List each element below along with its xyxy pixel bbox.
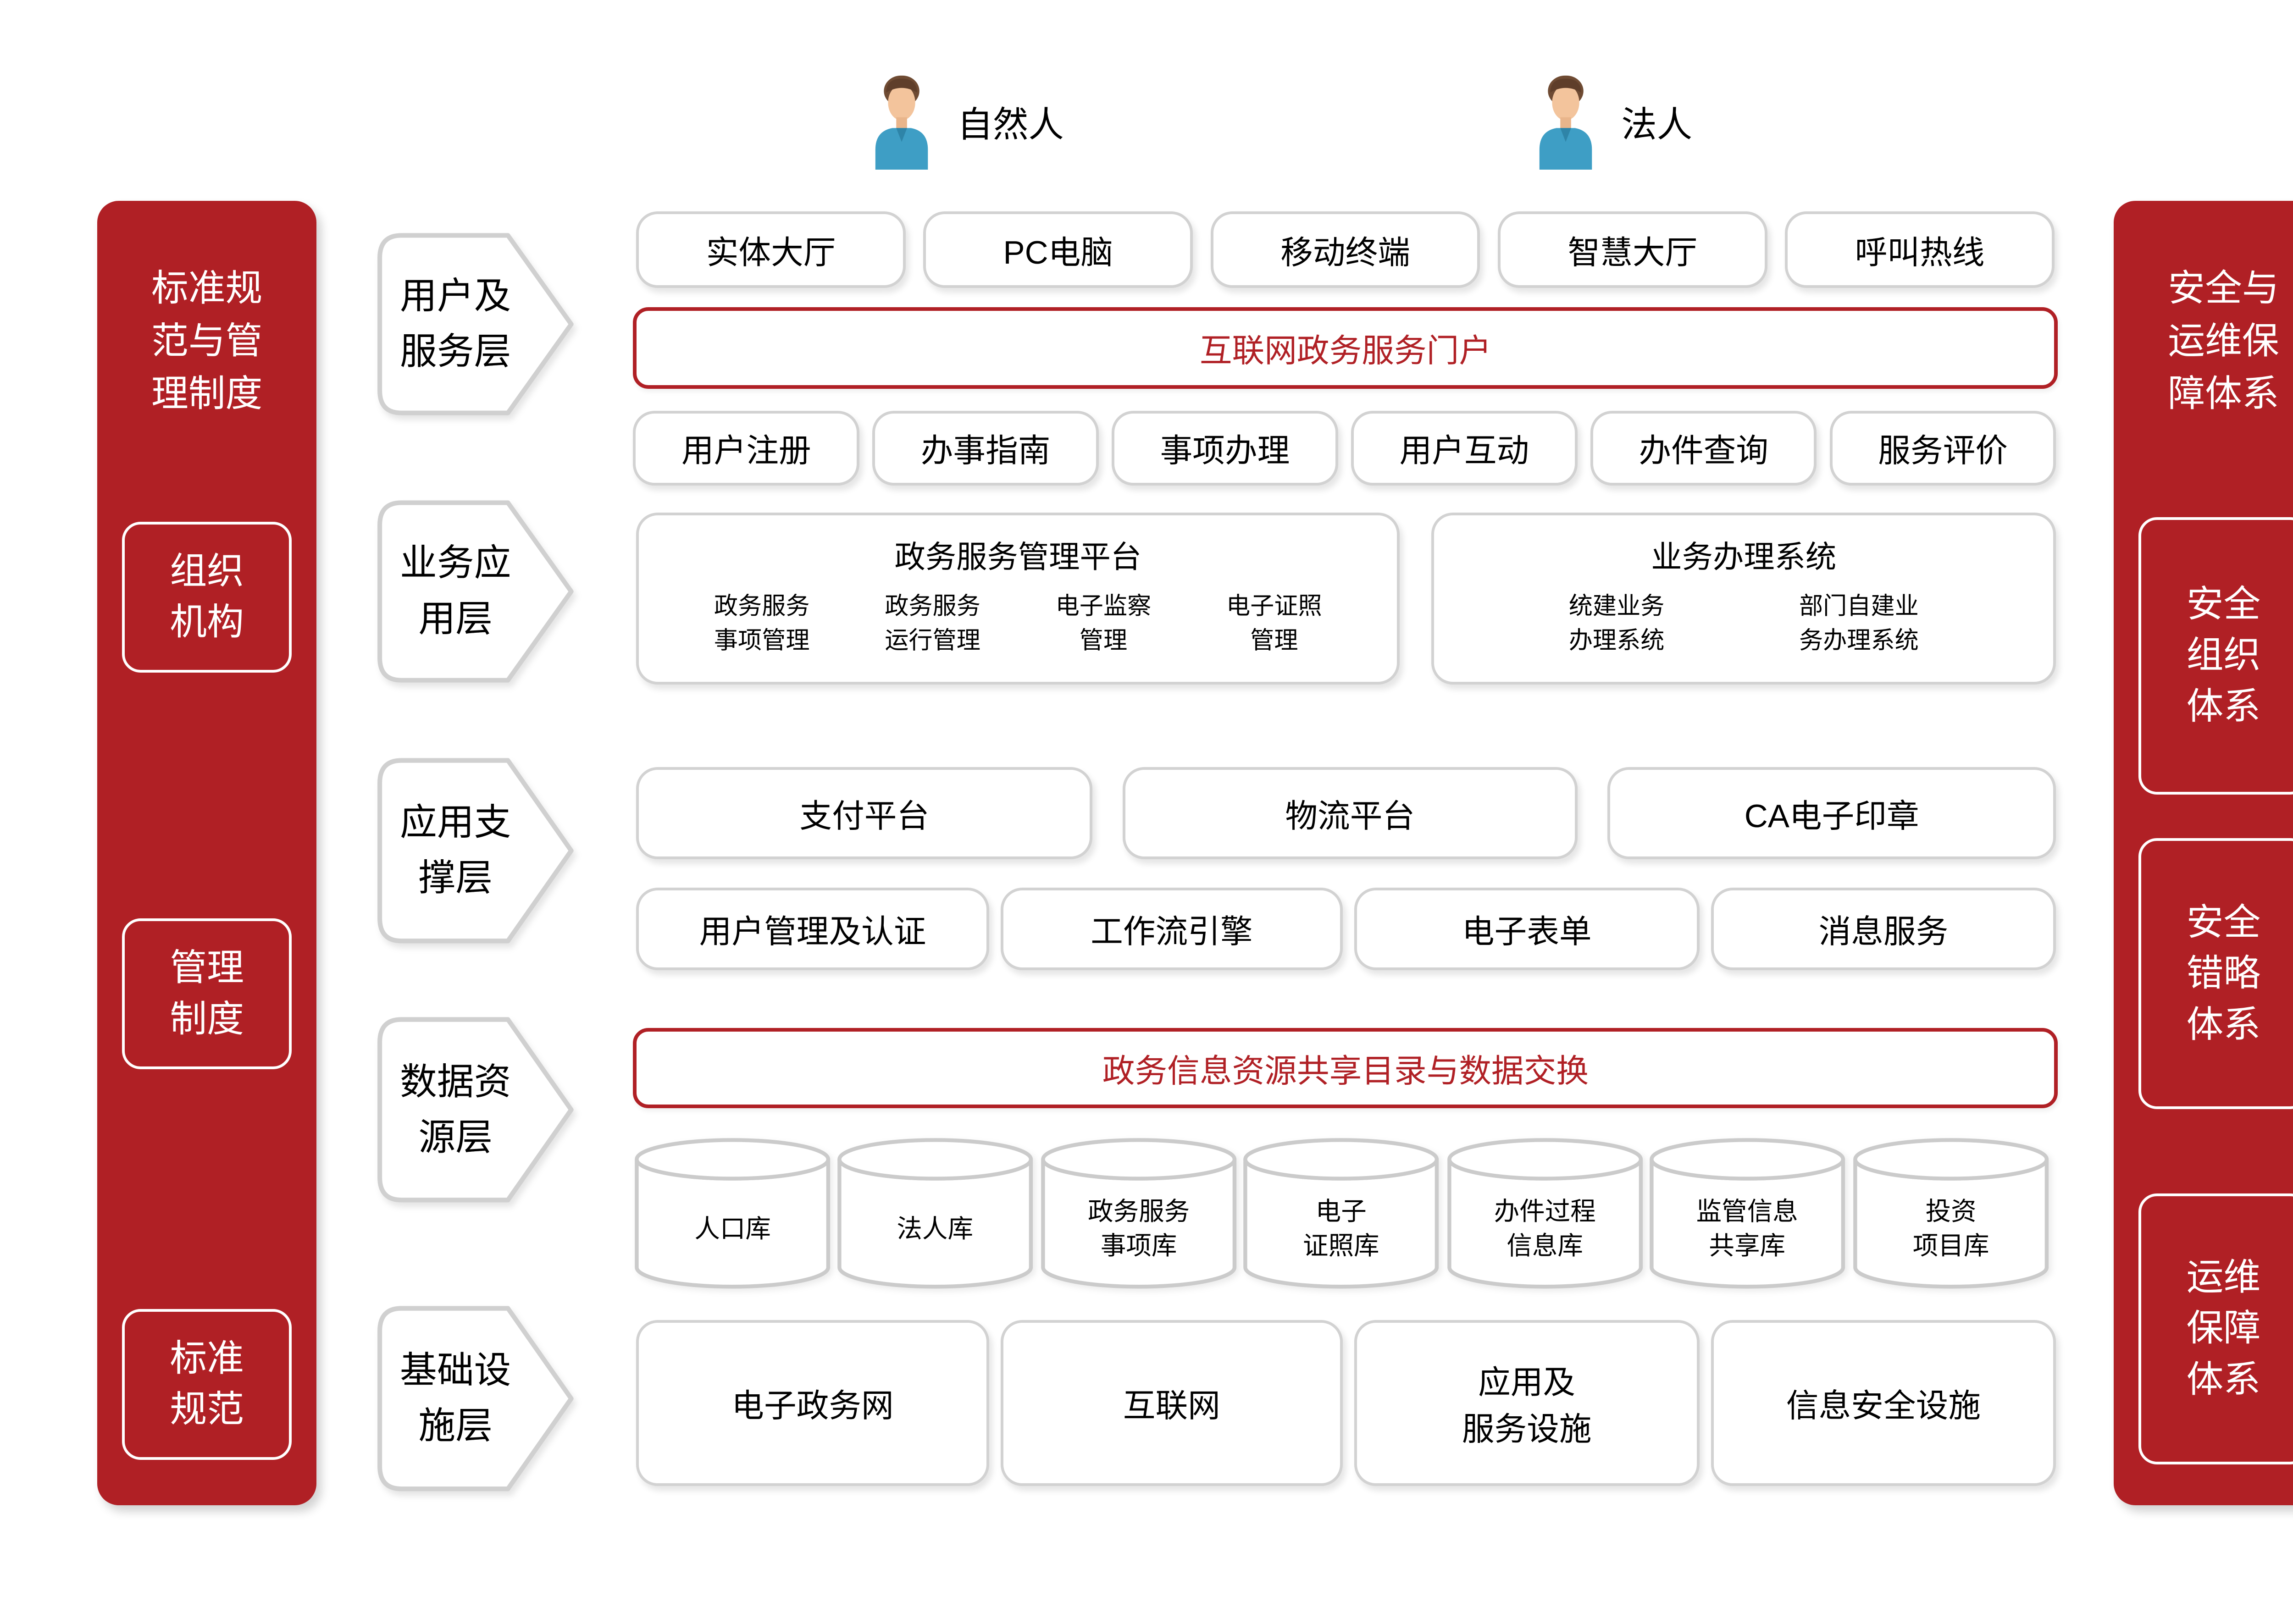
layer-infrastructure: 基础设 施层 [375, 1304, 576, 1493]
database-cylinder-e-license: 电子 证照库 [1241, 1136, 1440, 1291]
standards-spec-box: 标准 规范 [122, 1309, 292, 1460]
layer-label: 数据资 源层 [400, 1061, 511, 1158]
layer-business-app: 业务应 用层 [375, 499, 576, 684]
function-box-user-interaction: 用户互动 [1351, 410, 1578, 486]
layer-label: 基础设 施层 [400, 1350, 511, 1447]
platform-title: 政务服务管理平台 [894, 540, 1142, 574]
platform-item: 电子证照 管理 [1226, 592, 1322, 654]
left-pillar-standards-management: 标准规 范与管 理制度 组织 机构 管理 制度 标准 规范 [97, 200, 317, 1505]
database-label: 投资 项目库 [1912, 1197, 1989, 1260]
layer-user-service: 用户及 服务层 [375, 232, 576, 417]
database-label: 法人库 [897, 1214, 974, 1243]
function-box-user-register: 用户注册 [633, 410, 859, 486]
business-handling-system-box: 业务办理系统 统建业务 办理系统 部门自建业 务办理系统 [1431, 512, 2056, 685]
layer-label: 应用支 撑层 [400, 801, 511, 899]
support-box-message: 消息服务 [1711, 888, 2056, 971]
layer-app-support: 应用支 撑层 [375, 757, 576, 945]
database-cylinder-service-items: 政务服务 事项库 [1039, 1136, 1238, 1291]
support-box-user-auth: 用户管理及认证 [636, 888, 989, 971]
system-item: 部门自建业 务办理系统 [1799, 592, 1919, 654]
infra-box-internet: 互联网 [1000, 1320, 1343, 1486]
support-box-ca-seal: CA电子印章 [1607, 767, 2056, 859]
layer-data-resource: 数据资 源层 [375, 1016, 576, 1204]
management-system-box: 管理 制度 [122, 918, 292, 1069]
data-exchange-banner: 政务信息资源共享目录与数据交换 [633, 1028, 2058, 1108]
infra-box-egov-network: 电子政务网 [636, 1320, 989, 1486]
infra-box-security-facility: 信息安全设施 [1711, 1320, 2056, 1486]
natural-person-label: 自然人 [957, 105, 1064, 144]
database-label: 监管信息 共享库 [1696, 1197, 1798, 1260]
function-box-service-eval: 服务评价 [1829, 410, 2056, 486]
gov-service-mgmt-platform-box: 政务服务管理平台 政务服务 事项管理 政务服务 运行管理 电子监察 管理 电子证… [636, 512, 1400, 685]
database-label: 办件过程 信息库 [1494, 1197, 1596, 1260]
support-box-payment: 支付平台 [636, 767, 1093, 859]
database-label: 政务服务 事项库 [1088, 1197, 1190, 1260]
database-cylinder-supervision: 监管信息 共享库 [1648, 1136, 1847, 1291]
left-pillar-title: 标准规 范与管 理制度 [151, 268, 263, 414]
ops-support-box: 运维 保障 体系 [2138, 1193, 2293, 1464]
layer-label: 业务应 用层 [400, 542, 511, 640]
platform-item: 政务服务 事项管理 [714, 592, 810, 654]
function-box-item-handling: 事项办理 [1112, 410, 1338, 486]
database-cylinder-investment: 投资 项目库 [1851, 1136, 2050, 1291]
internet-gov-portal-banner: 互联网政务服务门户 [633, 307, 2058, 389]
right-pillar-title: 安全与 运维保 障体系 [2168, 268, 2279, 414]
database-label: 电子 证照库 [1302, 1197, 1379, 1260]
support-box-eform: 电子表单 [1354, 888, 1700, 971]
org-structure-box: 组织 机构 [122, 522, 292, 673]
support-box-logistics: 物流平台 [1122, 767, 1578, 859]
database-cylinder-population: 人口库 [633, 1136, 832, 1291]
natural-person-icon [868, 68, 936, 170]
legal-person-label: 法人 [1621, 105, 1693, 144]
system-title: 业务办理系统 [1651, 540, 1837, 574]
infra-box-app-service-facility: 应用及 服务设施 [1354, 1320, 1700, 1486]
function-box-guide: 办事指南 [872, 410, 1099, 486]
channel-box-smart-hall: 智慧大厅 [1497, 211, 1767, 288]
channel-box-hotline: 呼叫热线 [1785, 211, 2055, 288]
database-label: 人口库 [694, 1214, 771, 1243]
function-box-case-query: 办件查询 [1590, 410, 1817, 486]
channel-box-mobile: 移动终端 [1210, 211, 1480, 288]
legal-person-icon [1532, 68, 1600, 170]
platform-item: 电子监察 管理 [1055, 592, 1152, 654]
platform-item: 政务服务 运行管理 [885, 592, 980, 654]
channel-box-pc: PC电脑 [923, 211, 1193, 288]
channel-box-physical-hall: 实体大厅 [636, 211, 906, 288]
database-cylinder-case-process: 办件过程 信息库 [1446, 1136, 1645, 1291]
security-org-box: 安全 组织 体系 [2138, 517, 2293, 795]
security-strategy-box: 安全 错略 体系 [2138, 838, 2293, 1110]
database-cylinder-legal-person: 法人库 [836, 1136, 1035, 1291]
support-box-workflow: 工作流引擎 [1000, 888, 1343, 971]
right-pillar-security-ops: 安全与 运维保 障体系 安全 组织 体系 安全 错略 体系 运维 保障 体系 [2114, 200, 2293, 1505]
system-item: 统建业务 办理系统 [1568, 592, 1665, 654]
layer-label: 用户及 服务层 [400, 275, 511, 373]
